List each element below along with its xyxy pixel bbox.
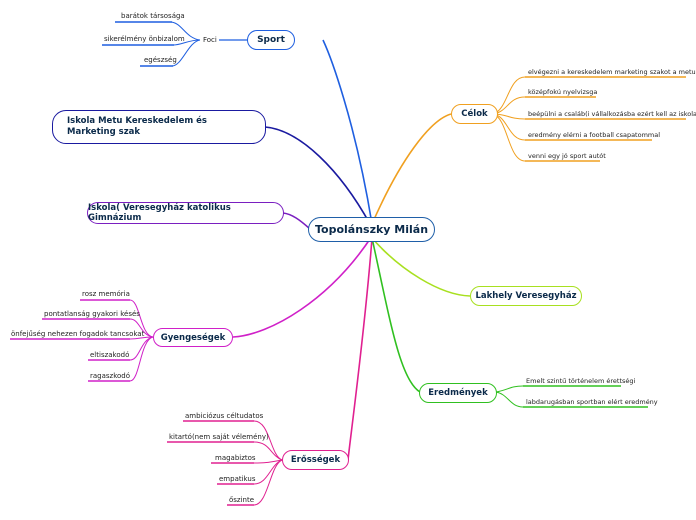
- link-ed-leaf-1: [495, 385, 524, 393]
- gyengesegek-leaf-4[interactable]: eltiszakodó: [90, 351, 130, 359]
- gyengesegek-leaf-2[interactable]: pontatlanság gyakori késés: [44, 310, 140, 318]
- link-lakhely: [371, 237, 471, 297]
- erossegek-leaf-3[interactable]: magabiztos: [215, 454, 256, 462]
- link-sport: [322, 39, 373, 225]
- topic-sport[interactable]: Sport: [247, 30, 295, 50]
- link-er-leaf-3: [253, 459, 283, 464]
- topic-iskola-metu[interactable]: Iskola Metu Kereskedelem és Marketing sz…: [52, 110, 266, 144]
- link-celok: [371, 113, 452, 225]
- link-er-leaf-5: [253, 459, 283, 506]
- topic-iskola-veresegyhaz[interactable]: Iskola( Veresegyház katolikus Gimnázium: [87, 202, 284, 224]
- subtopic-foci[interactable]: Foci: [203, 36, 217, 44]
- sport-leaf-2[interactable]: sikerélmény önbizalom: [104, 35, 185, 43]
- sport-leaf-3[interactable]: egészség: [144, 56, 177, 64]
- link-gy-leaf-2: [129, 318, 154, 338]
- topic-eredmenyek[interactable]: Eredmények: [419, 383, 497, 403]
- topic-lakhely[interactable]: Lakhely Veresegyház: [470, 286, 582, 306]
- link-gy-leaf-5: [129, 336, 154, 382]
- link-sport-leaf-1: [169, 21, 201, 41]
- sport-leaf-1[interactable]: barátok társosága: [121, 12, 185, 20]
- link-er-leaf-2: [253, 441, 283, 461]
- gyengesegek-leaf-3[interactable]: önfejűség nehezen fogadok tancsokat: [11, 330, 145, 338]
- link-gy-leaf-1: [129, 299, 154, 338]
- erossegek-leaf-1[interactable]: ambiciózus céltudatos: [185, 412, 264, 420]
- central-topic[interactable]: Topolánszky Milán: [308, 217, 435, 242]
- erossegek-leaf-4[interactable]: empatikus: [219, 475, 256, 483]
- link-er-leaf-1: [253, 420, 283, 461]
- eredmenyek-leaf-1[interactable]: Emelt szintű történelem érettségi: [526, 377, 636, 385]
- celok-leaf-2[interactable]: középfokú nyelvizsga: [528, 88, 598, 96]
- gyengesegek-leaf-1[interactable]: rosz memória: [82, 290, 130, 298]
- eredmenyek-leaf-2[interactable]: labdarugásban sportban elért eredmény: [526, 398, 658, 406]
- link-eredmenyek: [371, 237, 421, 393]
- topic-celok[interactable]: Célok: [451, 104, 498, 124]
- celok-leaf-3[interactable]: beépülni a csaláb(i vállalkozásba ezért …: [528, 110, 696, 118]
- topic-gyengesegek[interactable]: Gyengeségek: [153, 328, 233, 347]
- link-sport-leaf-3: [171, 39, 201, 67]
- link-iskola2: [282, 212, 311, 230]
- link-iskola1: [264, 126, 371, 225]
- link-gy-leaf-3: [129, 336, 154, 340]
- link-gyengesegek: [232, 235, 373, 338]
- link-ce-leaf-4: [492, 113, 526, 141]
- link-ed-leaf-2: [495, 391, 524, 408]
- celok-leaf-4[interactable]: eredmény elérni a football csapatommal: [528, 131, 661, 139]
- gyengesegek-leaf-5[interactable]: ragaszkodó: [90, 372, 131, 380]
- link-ce-leaf-5: [492, 113, 526, 162]
- link-erossegek: [347, 237, 373, 461]
- link-sport-leaf-2: [172, 39, 201, 46]
- celok-leaf-1[interactable]: elvégezni a kereskedelem marketing szako…: [528, 68, 696, 76]
- topic-erossegek[interactable]: Erősségek: [282, 450, 349, 470]
- link-ce-leaf-1: [492, 76, 526, 115]
- erossegek-leaf-2[interactable]: kitartó(nem saját vélemény): [169, 433, 269, 441]
- celok-leaf-5[interactable]: venni egy jó sport autót: [528, 152, 606, 160]
- erossegek-leaf-5[interactable]: őszinte: [229, 496, 255, 504]
